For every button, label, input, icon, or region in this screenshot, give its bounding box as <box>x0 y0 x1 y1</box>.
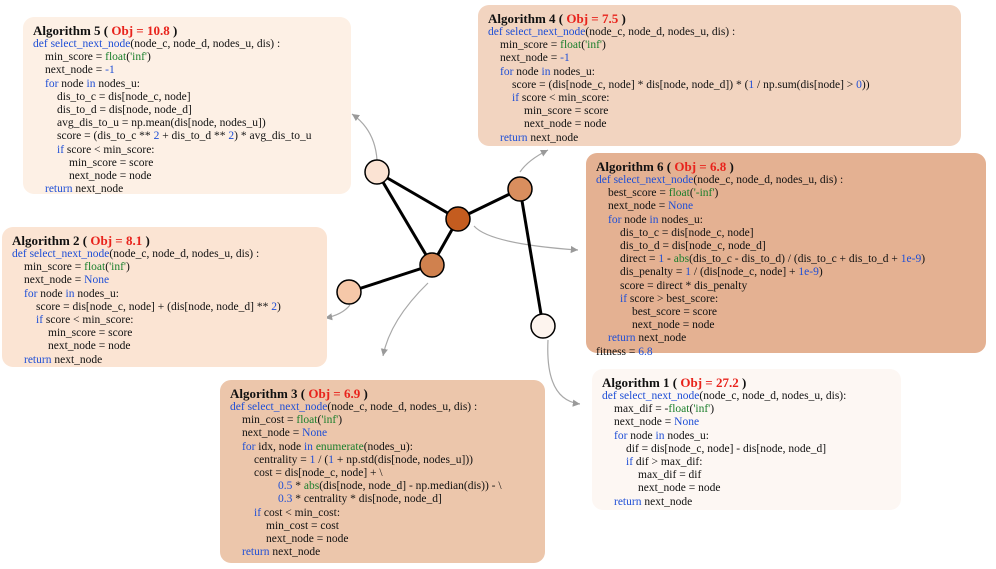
algorithm-4-card: Algorithm 4 ( Obj = 7.5 ) def select_nex… <box>478 5 961 146</box>
code-line: dis_to_d = dis[node, node_d] <box>57 104 192 117</box>
code-line: fitness = 6.8 <box>596 345 653 358</box>
code-line: dis_to_c = dis[node_c, node] <box>57 90 191 103</box>
code-line: dif = dis[node_c, node] - dis[node, node… <box>626 442 827 455</box>
code-line: def select_next_node(node_c, node_d, nod… <box>12 248 260 260</box>
algorithm-1-title: Algorithm 1 ( Obj = 27.2 ) <box>602 375 747 390</box>
code-line: min_score = float('inf') <box>45 51 151 64</box>
node-algorithm-1 <box>530 313 556 339</box>
code-line: avg_dis_to_u = np.mean(dis[node, nodes_u… <box>57 117 266 130</box>
code-line: return next_node <box>608 332 687 345</box>
code-line: max_dif = -float('inf') <box>614 403 715 416</box>
code-line: for node in nodes_u: <box>608 213 703 226</box>
code-line: for node in nodes_u: <box>24 287 119 300</box>
code-line: if dif > max_dif: <box>626 456 703 469</box>
code-line: score = (dis_to_c ** 2 + dis_to_d ** 2) … <box>57 130 312 143</box>
code-line: next_node = None <box>242 427 328 440</box>
algorithm-5-title: Algorithm 5 ( Obj = 10.8 ) <box>33 23 178 38</box>
code-line: next_node = node <box>638 482 721 495</box>
code-line: if score > best_score: <box>620 292 719 305</box>
code-line: 0.3 * centrality * dis[node, node_d] <box>278 493 442 506</box>
node-algorithm-3 <box>419 252 445 278</box>
code-line: for node in nodes_u: <box>614 429 709 442</box>
algorithm-2-title: Algorithm 2 ( Obj = 8.1 ) <box>12 233 150 248</box>
code-line: dis_to_c = dis[node_c, node] <box>620 226 754 239</box>
code-line: dis_penalty = 1 / (dis[node_c, node] + 1… <box>620 266 823 279</box>
node-algorithm-5 <box>364 159 390 185</box>
algorithm-3-card: Algorithm 3 ( Obj = 6.9 ) def select_nex… <box>220 380 545 563</box>
algorithm-6-card: Algorithm 6 ( Obj = 6.8 ) def select_nex… <box>586 153 986 358</box>
code-line: return next_node <box>500 131 579 144</box>
code-line: for idx, node in enumerate(nodes_u): <box>242 440 413 453</box>
code-line: score = direct * dis_penalty <box>620 279 748 292</box>
arrow-to-algorithm-4 <box>519 149 549 173</box>
code-line: best_score = float('-inf') <box>608 187 719 200</box>
algorithm-2-card: Algorithm 2 ( Obj = 8.1 ) def select_nex… <box>2 227 327 367</box>
arrow-to-algorithm-3 <box>380 282 429 357</box>
code-line: def select_next_node(node_c, node_d, nod… <box>230 401 478 413</box>
code-line: next_node = -1 <box>45 64 115 77</box>
code-line: next_node = -1 <box>500 52 570 65</box>
code-line: def select_next_node(node_c, node_d, nod… <box>488 26 736 38</box>
algorithm-1-card: Algorithm 1 ( Obj = 27.2 ) def select_ne… <box>592 369 901 510</box>
code-line: def select_next_node(node_c, node_d, nod… <box>596 174 844 186</box>
code-line: best_score = score <box>632 306 718 319</box>
algorithm-6-title: Algorithm 6 ( Obj = 6.8 ) <box>596 159 734 174</box>
code-line: min_score = float('inf') <box>24 261 130 274</box>
code-line: return next_node <box>242 546 321 559</box>
code-line: return next_node <box>45 183 124 196</box>
code-line: direct = 1 - abs(dis_to_c - dis_to_d) / … <box>620 253 926 266</box>
code-line: return next_node <box>24 353 103 366</box>
code-line: max_dif = dif <box>638 469 702 482</box>
code-line: score = dis[node_c, node] + (dis[node, n… <box>36 300 281 313</box>
code-line: min_score = score <box>69 156 154 169</box>
code-line: dis_to_d = dis[node_c, node_d] <box>620 240 766 253</box>
code-line: 0.5 * abs(dis[node, node_d] - np.median(… <box>278 480 502 493</box>
code-line: if score < min_score: <box>36 314 134 327</box>
code-line: score = (dis[node_c, node] * dis[node, n… <box>512 78 870 91</box>
code-line: next_node = node <box>266 533 349 546</box>
code-line: min_cost = cost <box>266 519 339 532</box>
code-line: next_node = None <box>24 274 110 287</box>
code-line: for node in nodes_u: <box>500 65 595 78</box>
code-line: centrality = 1 / (1 + np.std(dis[node, n… <box>254 453 473 466</box>
code-line: next_node = node <box>632 319 715 332</box>
algorithm-3-title: Algorithm 3 ( Obj = 6.9 ) <box>230 386 368 401</box>
node-algorithm-4 <box>507 176 533 202</box>
code-line: min_score = score <box>48 327 133 340</box>
code-line: next_node = None <box>608 200 694 213</box>
algorithm-5-card: Algorithm 5 ( Obj = 10.8 ) def select_ne… <box>23 17 351 196</box>
arrow-to-algorithm-5 <box>351 113 378 161</box>
code-line: for node in nodes_u: <box>45 77 140 90</box>
code-line: def select_next_node(node_c, node_d, nod… <box>602 390 847 402</box>
arrow-to-algorithm-2 <box>324 304 351 321</box>
code-line: if cost < min_cost: <box>254 506 341 519</box>
algorithm-4-title: Algorithm 4 ( Obj = 7.5 ) <box>488 11 626 26</box>
arrow-to-algorithm-6 <box>473 225 579 254</box>
code-line: def select_next_node(node_c, node_d, nod… <box>33 38 281 50</box>
arrow-to-algorithm-1 <box>547 339 581 407</box>
code-line: min_cost = float('inf') <box>242 414 343 427</box>
code-line: return next_node <box>614 495 693 508</box>
code-line: if score < min_score: <box>512 92 610 105</box>
node-algorithm-2 <box>336 279 362 305</box>
code-line: min_score = float('inf') <box>500 39 606 52</box>
code-line: min_score = score <box>524 105 609 118</box>
code-line: next_node = None <box>614 416 700 429</box>
code-line: next_node = node <box>524 118 607 131</box>
node-algorithm-6 <box>445 206 471 232</box>
code-line: cost = dis[node_c, node] + \ <box>254 467 383 480</box>
code-line: next_node = node <box>69 170 152 183</box>
code-line: if score < min_score: <box>57 143 155 156</box>
code-line: next_node = node <box>48 340 131 353</box>
